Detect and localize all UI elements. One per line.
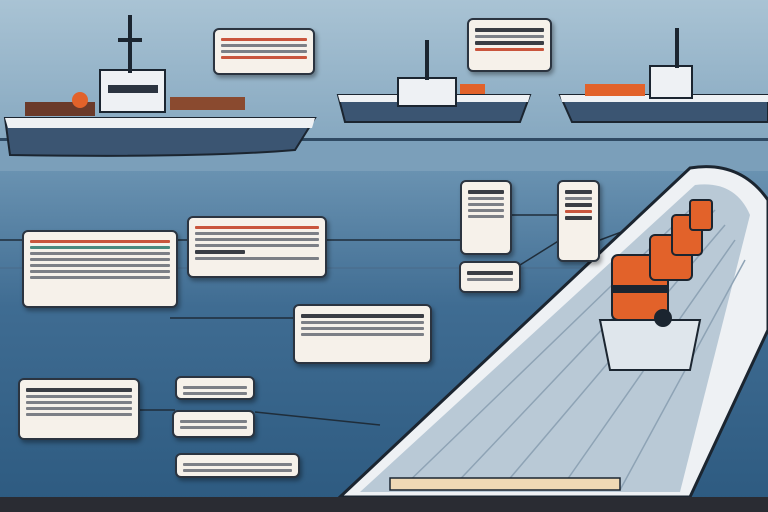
info-card bbox=[22, 230, 178, 308]
horizon-line bbox=[0, 138, 768, 141]
cargo-ship-foreground bbox=[336, 165, 768, 499]
info-card bbox=[459, 261, 521, 293]
info-card bbox=[293, 304, 432, 364]
info-card bbox=[175, 453, 300, 478]
info-card bbox=[18, 378, 140, 440]
info-card bbox=[467, 18, 552, 72]
info-card bbox=[172, 410, 255, 438]
fishing-boat-center bbox=[336, 40, 532, 123]
bottom-bar bbox=[0, 497, 768, 512]
info-card bbox=[187, 216, 327, 278]
info-card bbox=[460, 180, 512, 255]
fishing-boat-left bbox=[3, 15, 317, 157]
info-card bbox=[557, 180, 600, 262]
fishing-boat-right bbox=[558, 28, 768, 123]
info-card bbox=[213, 28, 315, 75]
info-card bbox=[175, 376, 255, 400]
